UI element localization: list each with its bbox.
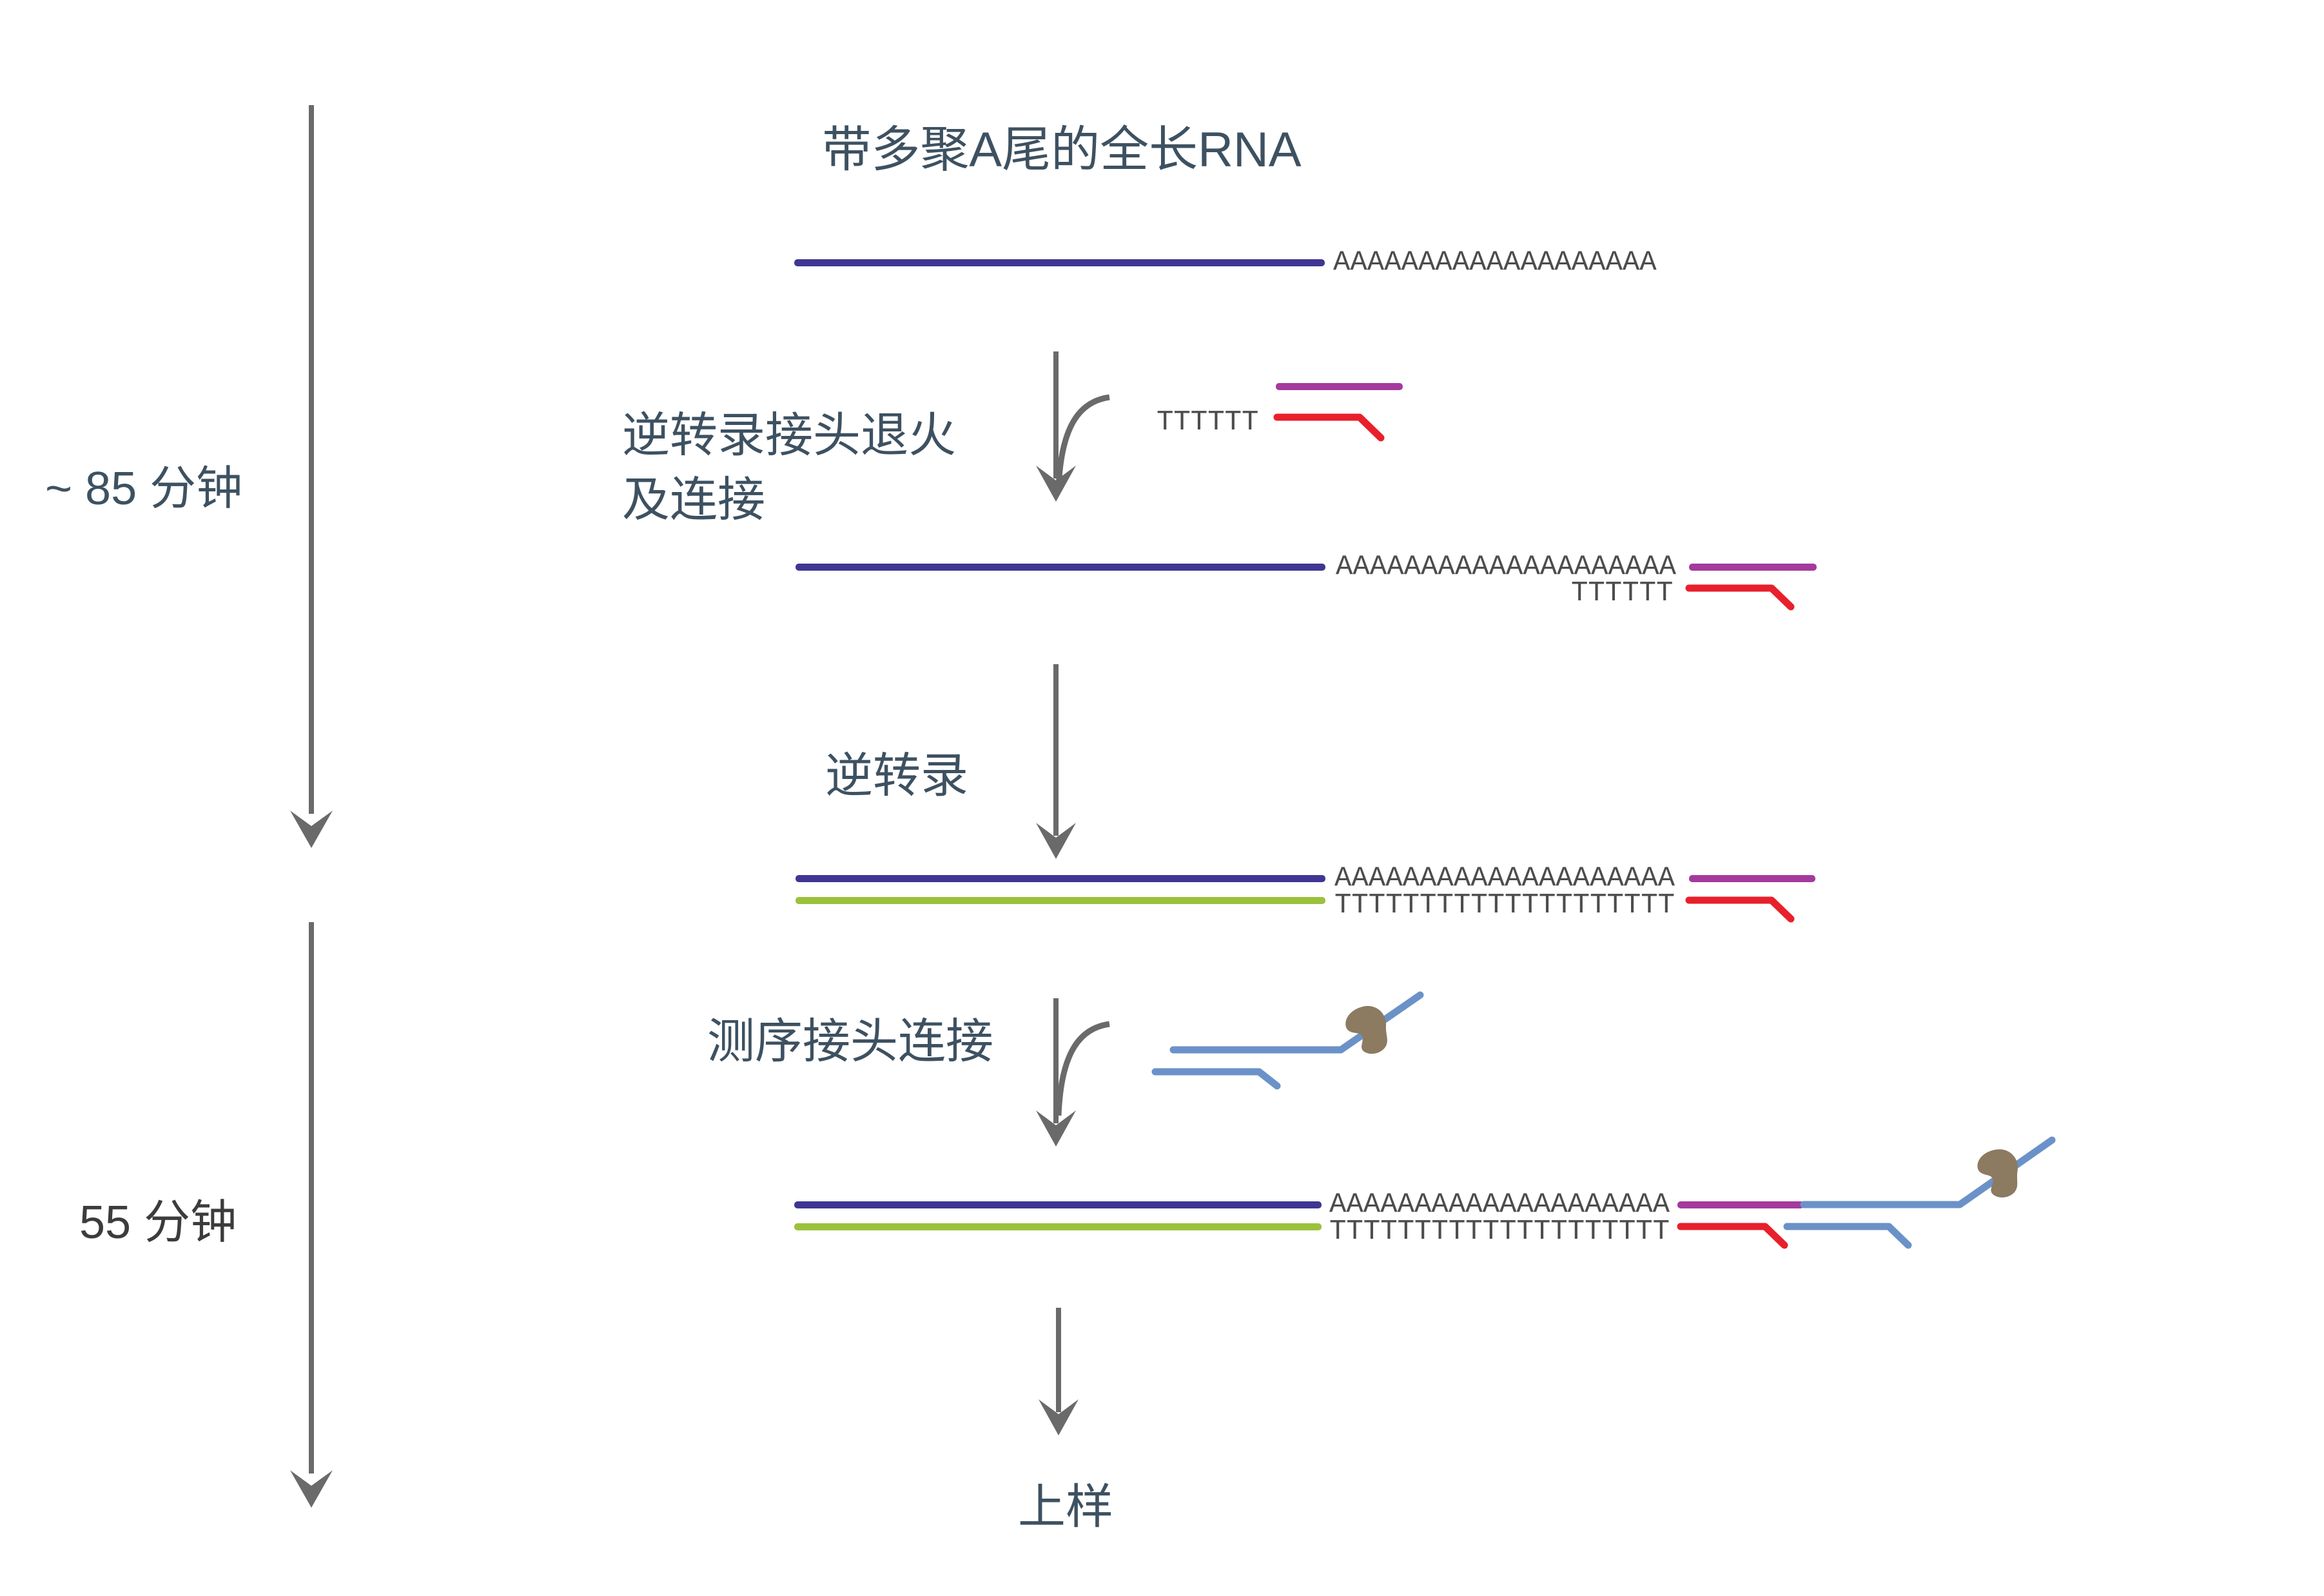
- final-label: 上样: [1018, 1480, 1113, 1533]
- poly-t-strand-text: TTTTTTTTTTTTTTTTTTTT: [1334, 889, 1675, 921]
- step3-label: 测序接头连接: [707, 1014, 993, 1068]
- sequencing-adapter-bottom-strand: [1151, 1068, 1281, 1090]
- step1-merge-curve: [1055, 394, 1110, 489]
- step1-label-line1: 逆转录接头退火: [622, 408, 956, 462]
- rt-adapter-top-strand: [1276, 383, 1403, 390]
- rna-strand: [794, 259, 1325, 266]
- poly-t-strand-text: TTTTTTTTTTTTTTTTTTTT: [1329, 1216, 1670, 1248]
- rt-adapter-bottom-strand: [1685, 584, 1795, 611]
- step2-reverse-transcription: 逆转录: [825, 664, 1076, 859]
- cdna-strand: [794, 1223, 1322, 1230]
- step3-merge-curve: [1055, 1021, 1110, 1116]
- rna-strand: [796, 564, 1325, 571]
- rt-adapter-top-strand: [1689, 564, 1817, 571]
- final-arrow-head: [1039, 1399, 1079, 1435]
- phase2-duration-label: 55 分钟: [79, 1197, 237, 1248]
- sequencing-adapter-top-strand: [1169, 991, 1424, 1054]
- rna-strand: [796, 875, 1325, 882]
- phase1-duration-label: ~ 85 分钟: [45, 463, 242, 515]
- sequencing-adapter-bottom-strand: [1783, 1223, 1912, 1249]
- rt-adapter-free: TTTTTT: [1157, 383, 1403, 442]
- poly-a-tail-text: AAAAAAAAAAAAAAAAAAA: [1333, 246, 1657, 279]
- construct-rna-cdna-duplex: AAAAAAAAAAAAAAAAAAAA TTTTTTTTTTTTTTTTTTT…: [796, 862, 1815, 923]
- rt-adapter-bottom-strand: [1677, 1223, 1788, 1249]
- rt-adapter-top-strand: [1677, 1201, 1804, 1208]
- diagram-title: 带多聚A尾的全长RNA: [822, 123, 1301, 177]
- motor-protein-icon: [1977, 1149, 2018, 1197]
- timeline-arrow-phase1-head: [290, 811, 333, 848]
- oligo-dt-primer-text: TTTTTT: [1571, 577, 1673, 609]
- rt-adapter-bottom-strand: [1685, 896, 1795, 923]
- step2-arrow-head: [1036, 823, 1076, 859]
- rt-adapter-top-strand: [1689, 875, 1815, 882]
- final-loading-step: 上样: [1018, 1308, 1113, 1533]
- rna-strand: [794, 1201, 1322, 1208]
- sequencing-adapter-free: [1151, 991, 1424, 1090]
- poly-a-tail-text: AAAAAAAAAAAAAAAAAAAA: [1336, 551, 1677, 583]
- poly-a-tail-text: AAAAAAAAAAAAAAAAAAAA: [1329, 1188, 1670, 1221]
- construct-rna-rt-adapter: AAAAAAAAAAAAAAAAAAAA TTTTTT: [796, 551, 1817, 611]
- construct-full-length-rna: AAAAAAAAAAAAAAAAAAA: [794, 246, 1657, 279]
- poly-a-tail-text: AAAAAAAAAAAAAAAAAAAA: [1334, 862, 1675, 894]
- rt-adapter-bottom-strand: [1273, 413, 1385, 442]
- sequencing-adapter-top-strand: [1800, 1136, 2056, 1208]
- timeline-arrow-phase2-head: [290, 1470, 333, 1508]
- step2-label: 逆转录: [825, 749, 968, 802]
- timeline-phase1: ~ 85 分钟: [45, 105, 333, 848]
- step1-annealing-ligation: 逆转录接头退火 及连接 TTTTTT: [622, 351, 1403, 526]
- construct-final-library: AAAAAAAAAAAAAAAAAAAA TTTTTTTTTTTTTTTTTTT…: [794, 1136, 2056, 1249]
- step3-sequencing-adapter-ligation: 测序接头连接: [707, 991, 1424, 1147]
- timeline-phase2: 55 分钟: [79, 922, 333, 1508]
- step3-arrow-head: [1036, 1110, 1076, 1147]
- oligo-dt-primer-text: TTTTTT: [1157, 406, 1258, 438]
- motor-protein-icon: [1345, 1006, 1387, 1054]
- cdna-strand: [796, 897, 1325, 904]
- step1-label-line2: 及连接: [622, 473, 765, 526]
